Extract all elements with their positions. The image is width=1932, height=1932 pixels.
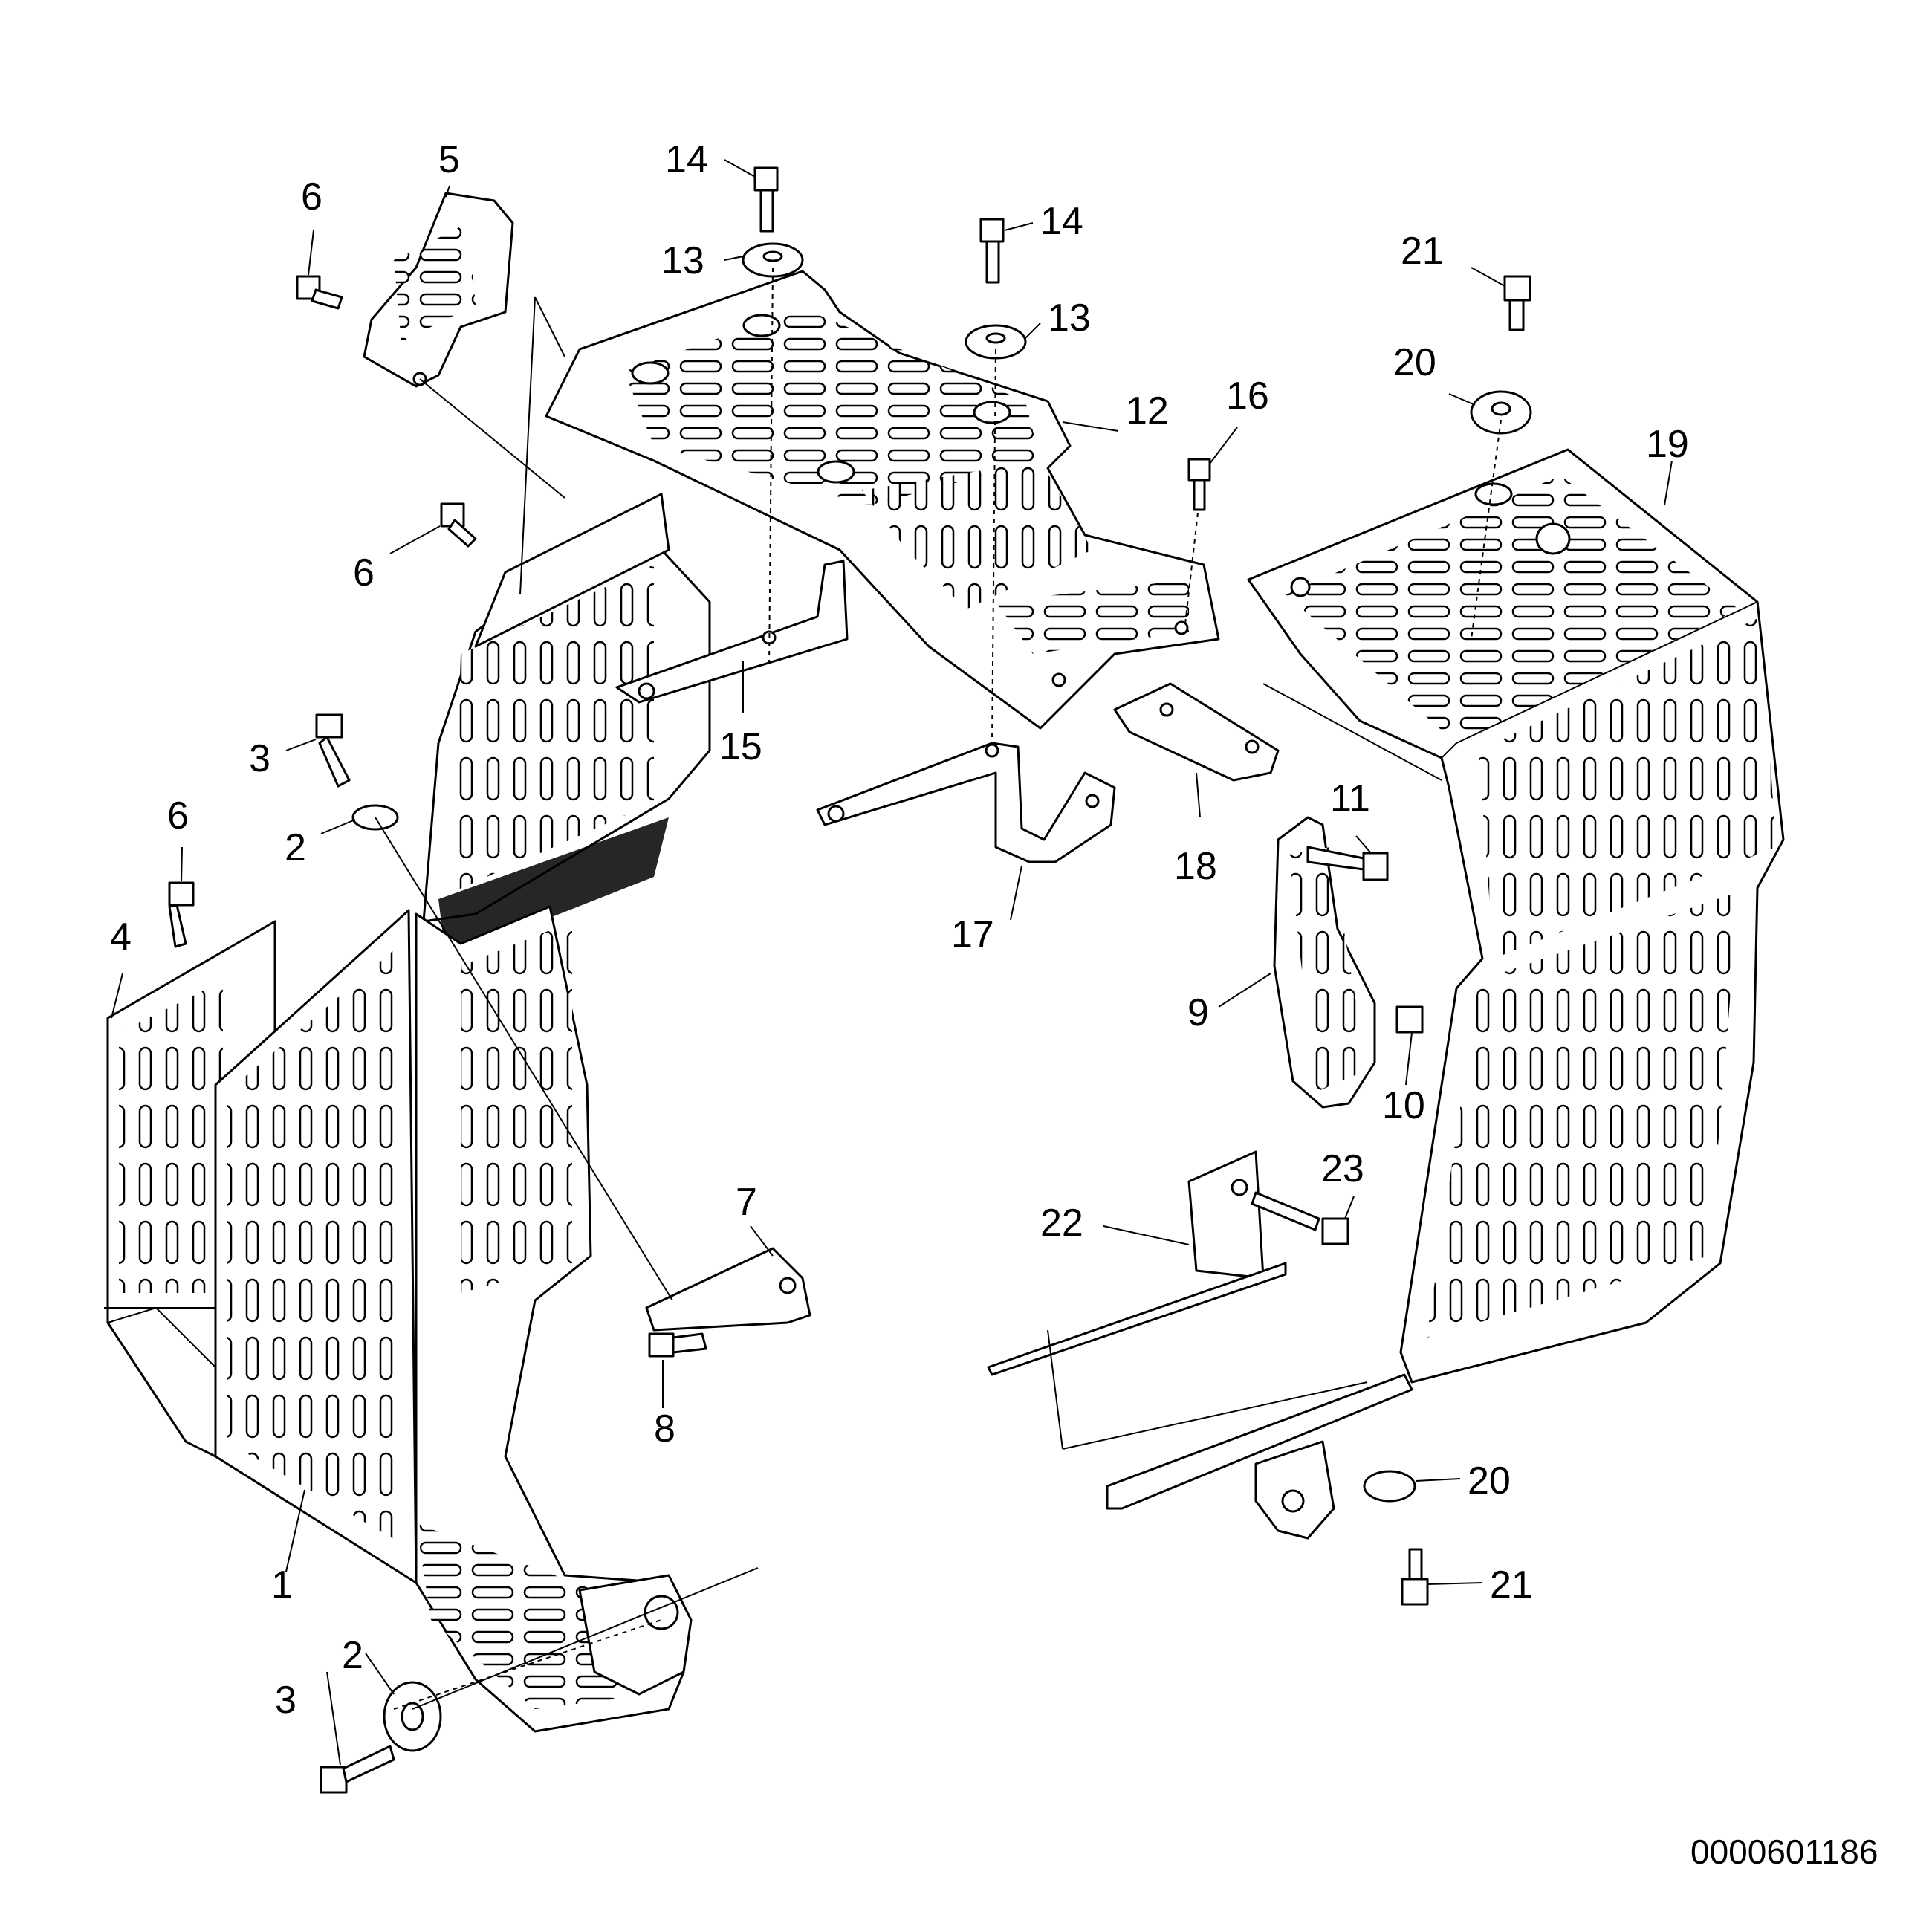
callout-10: 10: [1382, 1084, 1425, 1127]
bolt-part-6-top: [296, 275, 343, 310]
callout-15: 15: [719, 725, 762, 768]
bracket-part-17: [816, 742, 1116, 863]
washer-part-13-left: [742, 242, 804, 278]
plate-part-9: [1273, 816, 1376, 1109]
callout-21-top: 21: [1401, 230, 1444, 273]
upper-left-panel: [422, 493, 711, 959]
callout-1: 1: [271, 1563, 293, 1607]
callout-22: 22: [1040, 1202, 1083, 1245]
rail-part-22: [987, 1150, 1413, 1540]
callout-4: 4: [110, 915, 132, 959]
bolt-part-16: [1187, 458, 1211, 511]
callout-6-top: 6: [301, 175, 322, 218]
callout-14-right: 14: [1040, 200, 1083, 243]
bolt-part-3-lower: [320, 1745, 395, 1794]
bolt-part-14-left: [753, 166, 779, 233]
callout-20-top: 20: [1393, 341, 1436, 384]
callout-2-lower: 2: [342, 1634, 363, 1677]
bolt-part-11: [1306, 846, 1389, 881]
main-cover-part-1: [104, 905, 693, 1733]
callout-14-left: 14: [665, 138, 708, 181]
callout-8: 8: [654, 1407, 675, 1450]
callout-16: 16: [1226, 375, 1269, 418]
bolt-part-23: [1251, 1191, 1349, 1245]
bolt-part-10: [1395, 1005, 1424, 1034]
callout-7: 7: [736, 1181, 757, 1224]
bolt-part-8: [648, 1332, 707, 1358]
callout-labels: 1 2 2 3 3 4 5 6 6 6 7 8 9 10 11 12 13 13…: [110, 138, 1689, 1722]
callout-21-bottom: 21: [1490, 1563, 1533, 1607]
callout-20-bottom: 20: [1468, 1459, 1511, 1503]
bolt-part-6-left: [168, 881, 195, 948]
bolt-part-6-mid: [440, 502, 477, 548]
bolt-part-21-top: [1503, 275, 1531, 331]
callout-18: 18: [1174, 845, 1217, 888]
washer-part-20-bottom: [1363, 1470, 1416, 1503]
washer-part-20-top: [1470, 390, 1532, 435]
clip-part-18: [1113, 682, 1280, 782]
clamp-part-7: [645, 1247, 811, 1332]
right-cover-part-19: [1247, 448, 1785, 1384]
leader-lines: [111, 159, 1673, 1766]
callout-12: 12: [1126, 389, 1169, 432]
washer-part-2-lower: [383, 1681, 442, 1752]
washer-part-13-right: [965, 324, 1027, 360]
callout-13-right: 13: [1048, 296, 1091, 340]
callout-13-left: 13: [661, 239, 704, 282]
callout-11: 11: [1330, 777, 1370, 820]
drawing-number: 0000601186: [1690, 1832, 1878, 1871]
callout-9: 9: [1187, 991, 1209, 1034]
callout-2-upper: 2: [285, 826, 306, 869]
callout-5: 5: [438, 138, 460, 181]
callout-17: 17: [951, 913, 994, 956]
callout-3-upper: 3: [249, 737, 270, 780]
bolt-part-21-bottom: [1401, 1548, 1429, 1606]
bracket-part-5: [363, 192, 514, 388]
callout-6-mid: 6: [353, 551, 375, 594]
bracket-part-15: [615, 560, 849, 704]
callout-19: 19: [1646, 423, 1689, 466]
bolt-part-14-right: [979, 218, 1005, 284]
callout-6-left: 6: [167, 794, 189, 837]
callout-3-lower: 3: [275, 1679, 296, 1722]
callout-23: 23: [1321, 1147, 1364, 1190]
bolt-part-3-upper: [315, 713, 351, 788]
top-cover-part-12: [545, 270, 1220, 730]
